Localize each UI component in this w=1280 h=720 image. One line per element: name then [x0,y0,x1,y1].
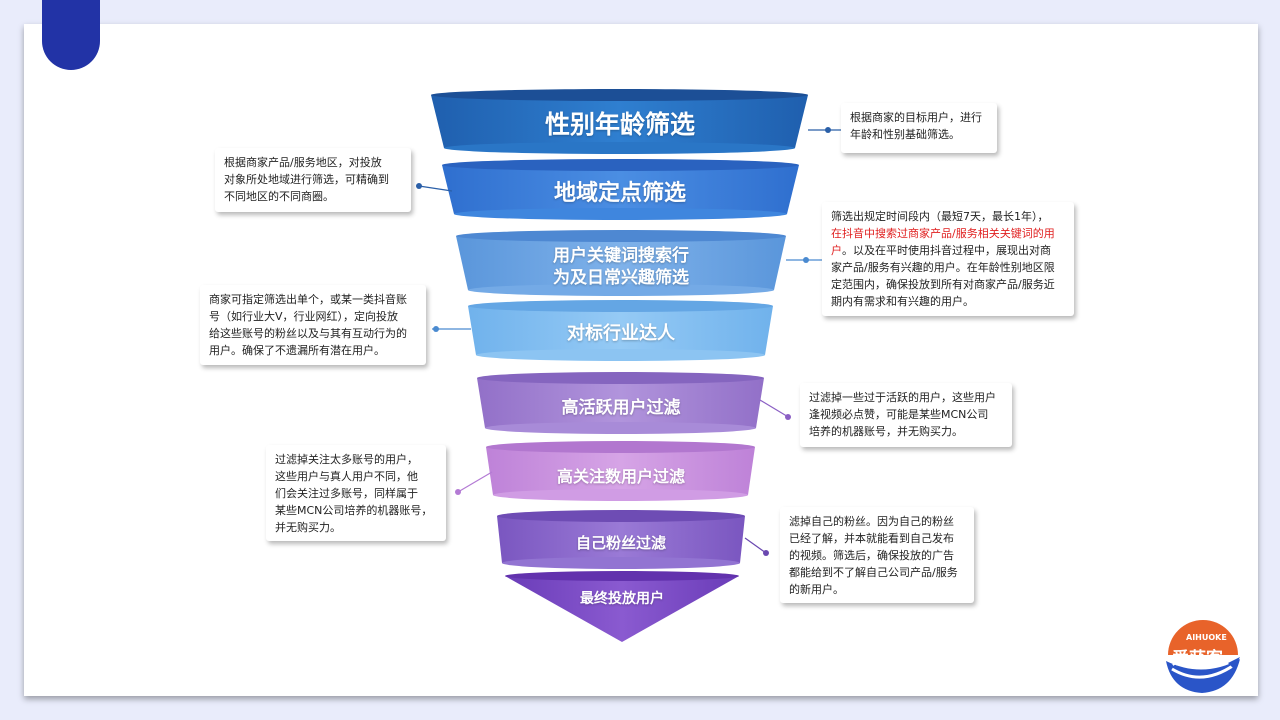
funnel-stage-region [442,159,799,220]
stage-label-region: 地域定点筛选 [553,181,686,206]
note-line: 。以及在平时使用抖音过程中，展现出对商 [842,244,1051,257]
note-active: 过滤掉一些过于活跃的用户，这些用户 逢视频必点赞，可能是某些MCN公司 培养的机… [800,383,1012,447]
note-fans: 滤掉自己的粉丝。因为自己的粉丝 已经了解，并本就能看到自己发布 的视频。筛选后，… [780,507,974,603]
note-line: 这些用户与真人用户不同，他 [275,470,418,483]
note-line: 过滤掉一些过于活跃的用户，这些用户 [809,391,996,404]
funnel-stage-gender-age [431,89,808,154]
corner-tab-decoration [42,0,100,70]
stage-label-keyword-1: 用户关键词搜索行 [553,246,689,266]
funnel-stage-active [477,372,764,434]
stage-label-active: 高活跃用户过滤 [561,398,681,418]
stage-label-final: 最终投放用户 [580,591,664,607]
note-keyword: 筛选出规定时间段内（最短7天，最长1年）， 在抖音中搜索过商家产品/服务相关关键… [822,202,1074,316]
note-region: 根据商家产品/服务地区，对投放 对象所处地域进行筛选，可精确到 不同地区的不同商… [215,148,411,212]
note-line: 不同地区的不同商圈。 [224,190,334,203]
note-highlight: 户 [831,244,842,257]
stage-label-gender-age: 性别年龄筛选 [544,110,695,139]
logo-name-text: 爱获客 [1172,649,1223,669]
note-line: 期内有需求和有兴趣的用户。 [831,295,974,308]
funnel-stage-keyword [456,230,786,296]
connector-lines [416,127,841,556]
note-line: 逢视频必点赞，可能是某些MCN公司 [809,408,989,421]
note-line: 定范围内，确保投放到所有对商家产品/服务近 [831,278,1055,291]
note-line: 给这些账号的粉丝以及与其有互动行为的 [209,327,407,340]
note-line: 并无购买力。 [275,521,341,534]
stage-label-follow: 高关注数用户过滤 [556,467,685,486]
note-line: 筛选出规定时间段内（最短7天，最长1年）， [831,210,1049,223]
logo-latin-text: AIHUOKE [1186,633,1227,642]
note-line: 的视频。筛选后，确保投放的广告 [789,549,954,562]
note-line: 已经了解，并本就能看到自己发布 [789,532,954,545]
note-line: 年龄和性别基础筛选。 [850,128,960,141]
note-gender-age: 根据商家的目标用户，进行 年龄和性别基础筛选。 [841,103,997,153]
stage-label-benchmark: 对标行业达人 [567,323,675,344]
note-benchmark: 商家可指定筛选出单个，或某一类抖音账 号（如行业大V，行业网红），定向投放 给这… [200,285,426,365]
funnel-stage-follow [486,441,755,501]
note-line: 的新用户。 [789,583,844,596]
note-line: 某些MCN公司培养的机器账号， [275,504,433,517]
note-follow: 过滤掉关注太多账号的用户， 这些用户与真人用户不同，他 们会关注过多账号，同样属… [266,445,446,541]
stage-label-fans: 自己粉丝过滤 [575,534,666,552]
note-line: 家产品/服务有兴趣的用户。在年龄性别地区限 [831,261,1055,274]
note-line: 根据商家产品/服务地区，对投放 [224,156,382,169]
funnel-stage-fans [497,510,745,569]
note-line: 对象所处地域进行筛选，可精确到 [224,173,389,186]
funnel-stage-benchmark [468,300,773,361]
note-line: 都能给到不了解自己公司产品/服务 [789,566,958,579]
note-line: 滤掉自己的粉丝。因为自己的粉丝 [789,515,954,528]
note-line: 号（如行业大V，行业网红），定向投放 [209,310,399,323]
note-line: 过滤掉关注太多账号的用户， [275,453,418,466]
funnel-stage-final [505,571,739,642]
note-line: 商家可指定筛选出单个，或某一类抖音账 [209,293,407,306]
note-highlight: 在抖音中搜索过商家产品/服务相关关键词的用 [831,227,1055,240]
note-line: 培养的机器账号，并无购买力。 [809,425,963,438]
stage-label-keyword-2: 为及日常兴趣筛选 [553,268,689,288]
note-line: 用户。确保了不遗漏所有潜在用户。 [209,344,385,357]
note-line: 根据商家的目标用户，进行 [850,111,982,124]
note-line: 们会关注过多账号，同样属于 [275,487,418,500]
aihuoke-logo [1166,620,1240,693]
